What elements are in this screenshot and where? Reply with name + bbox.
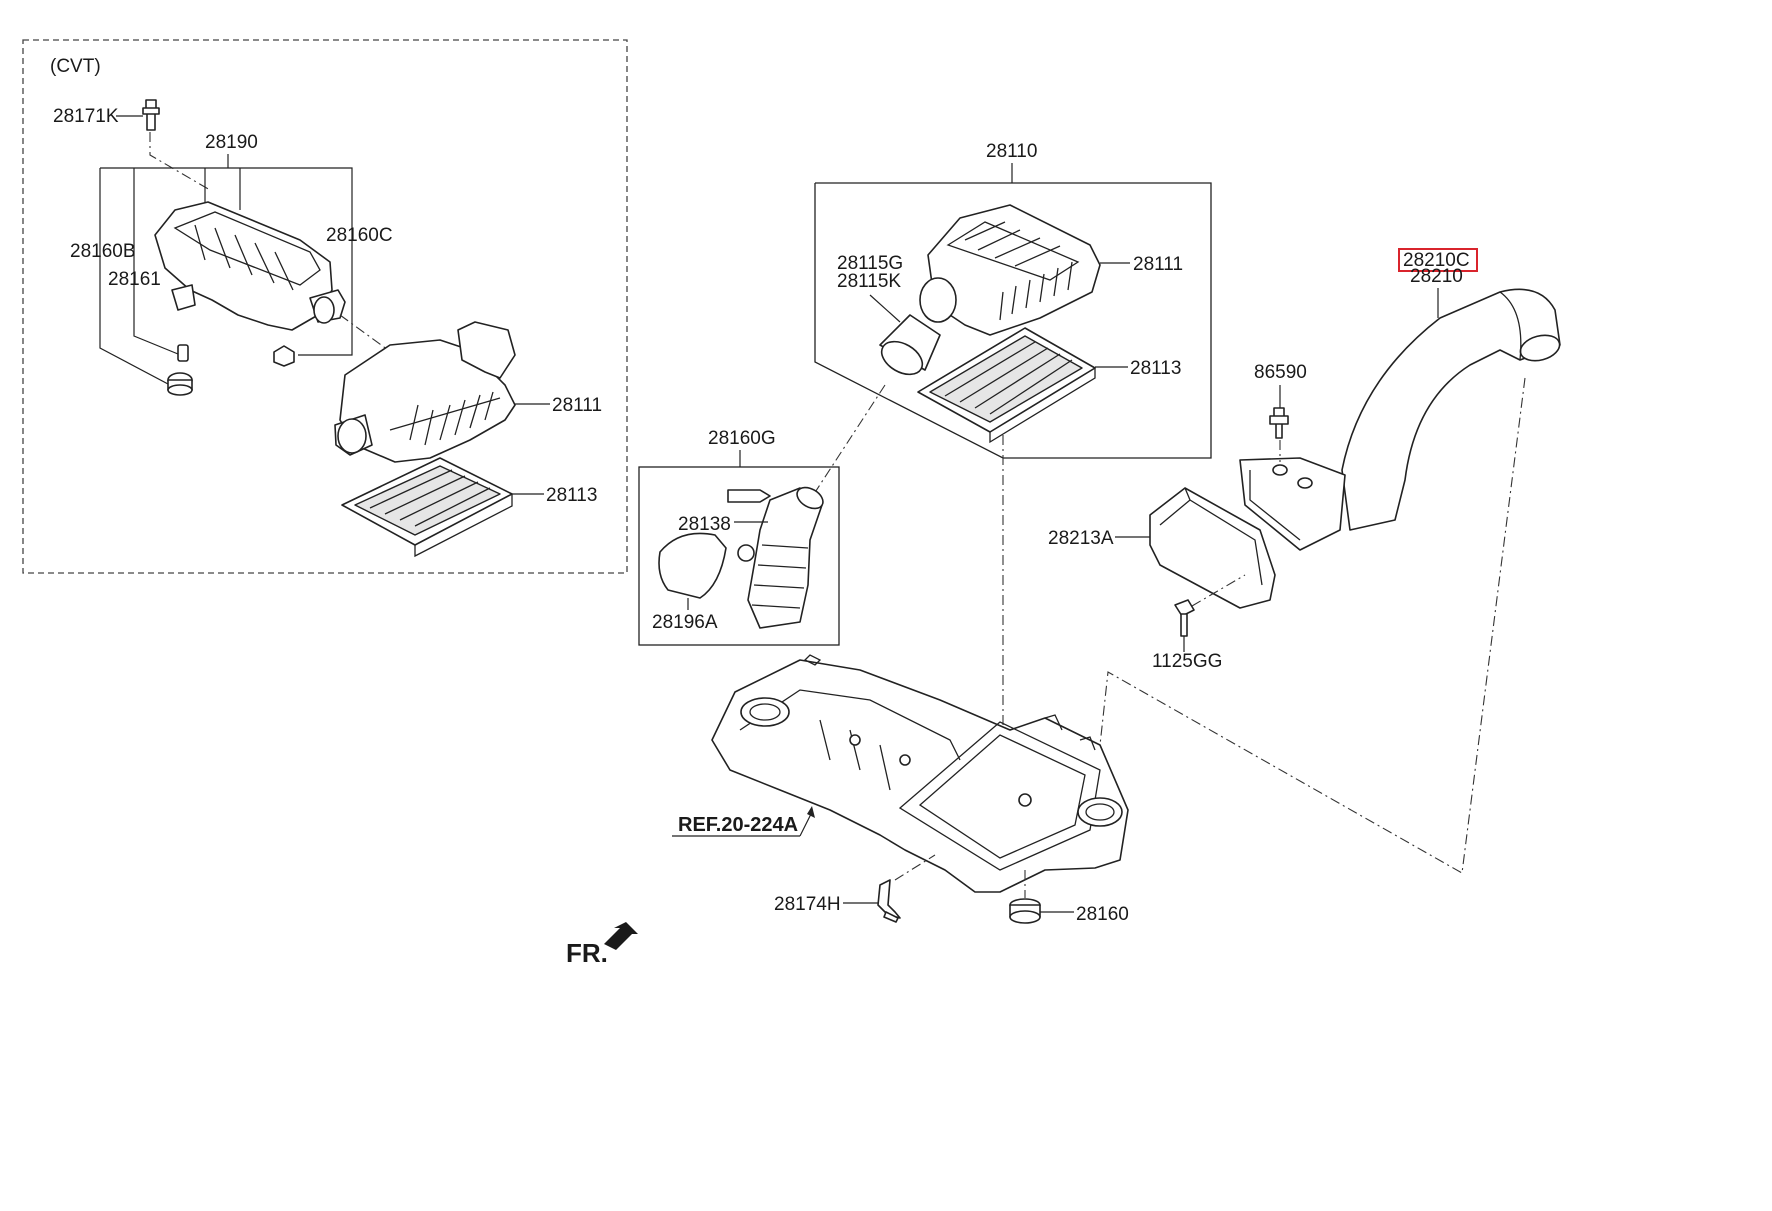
cvt-pin-28161[interactable] bbox=[177, 344, 189, 362]
cvt-label: (CVT) bbox=[50, 56, 101, 77]
air-filter-28113[interactable] bbox=[917, 327, 1096, 444]
label-28161[interactable]: 28161 bbox=[108, 269, 161, 290]
clip-28174h[interactable] bbox=[877, 879, 901, 923]
label-86590[interactable]: 86590 bbox=[1254, 362, 1307, 383]
front-arrow-icon bbox=[604, 922, 638, 950]
assembly-28160g: 28160G 28138 28196A bbox=[638, 428, 840, 646]
label-28111[interactable]: 28111 bbox=[1133, 254, 1183, 275]
cvt-lower-body[interactable] bbox=[334, 321, 516, 463]
resonator-28213a[interactable] bbox=[1149, 487, 1276, 609]
cvt-grommet-28160b[interactable] bbox=[167, 372, 193, 396]
label-28111-cvt[interactable]: 28111 bbox=[552, 395, 602, 416]
cvt-grommet-28160c[interactable] bbox=[273, 345, 295, 367]
label-28113-cvt[interactable]: 28113 bbox=[546, 485, 597, 506]
bolt-28171k[interactable] bbox=[142, 99, 160, 131]
label-28115k[interactable]: 28115K bbox=[837, 271, 901, 292]
label-fr: FR. bbox=[566, 938, 608, 968]
sleeve-28115[interactable] bbox=[876, 314, 941, 381]
intake-hose-28138[interactable] bbox=[727, 483, 827, 629]
label-28210[interactable]: 28210 bbox=[1410, 266, 1463, 287]
label-28213a[interactable]: 28213A bbox=[1048, 528, 1114, 549]
label-1125gg[interactable]: 1125GG bbox=[1152, 651, 1222, 672]
label-28160g[interactable]: 28160G bbox=[708, 428, 776, 449]
cvt-frame bbox=[22, 39, 628, 574]
highlight-box-28210c bbox=[1398, 248, 1478, 272]
duct-section: 28210C 28210 86590 28213A bbox=[1048, 248, 1562, 672]
bolt-1125gg[interactable] bbox=[1174, 599, 1195, 637]
label-28115g[interactable]: 28115G bbox=[837, 253, 903, 274]
label-28160c[interactable]: 28160C bbox=[326, 225, 393, 246]
label-28160b[interactable]: 28160B bbox=[70, 241, 136, 262]
cvt-air-filter[interactable] bbox=[341, 457, 513, 558]
label-28113[interactable]: 28113 bbox=[1130, 358, 1181, 379]
label-28138[interactable]: 28138 bbox=[678, 514, 731, 535]
label-28160[interactable]: 28160 bbox=[1076, 904, 1129, 925]
lower-body[interactable] bbox=[711, 654, 1129, 893]
cvt-upper-cover[interactable] bbox=[154, 201, 346, 331]
grommet-28160[interactable] bbox=[1009, 898, 1041, 924]
ref-20-224a[interactable]: REF.20-224A bbox=[672, 806, 815, 837]
cvt-section: (CVT) 28171K 28190 28160C 28160B 28161 bbox=[22, 39, 628, 574]
label-28190[interactable]: 28190 bbox=[205, 132, 258, 153]
assembly-28110: 28110 28111 28115G 28115K 28113 bbox=[814, 141, 1212, 459]
label-28210c[interactable]: 28210C bbox=[1403, 250, 1470, 271]
label-28196a[interactable]: 28196A bbox=[652, 612, 718, 633]
foam-28196a[interactable] bbox=[658, 532, 727, 599]
label-28174h[interactable]: 28174H bbox=[774, 894, 841, 915]
label-28171k[interactable]: 28171K bbox=[53, 106, 119, 127]
air-duct-28210[interactable] bbox=[1239, 288, 1562, 551]
front-direction-indicator: FR. bbox=[566, 922, 638, 968]
upper-cover-28111[interactable] bbox=[919, 204, 1101, 336]
clip-86590[interactable] bbox=[1269, 407, 1289, 439]
label-ref[interactable]: REF.20-224A bbox=[678, 814, 798, 836]
label-28110[interactable]: 28110 bbox=[986, 141, 1037, 162]
